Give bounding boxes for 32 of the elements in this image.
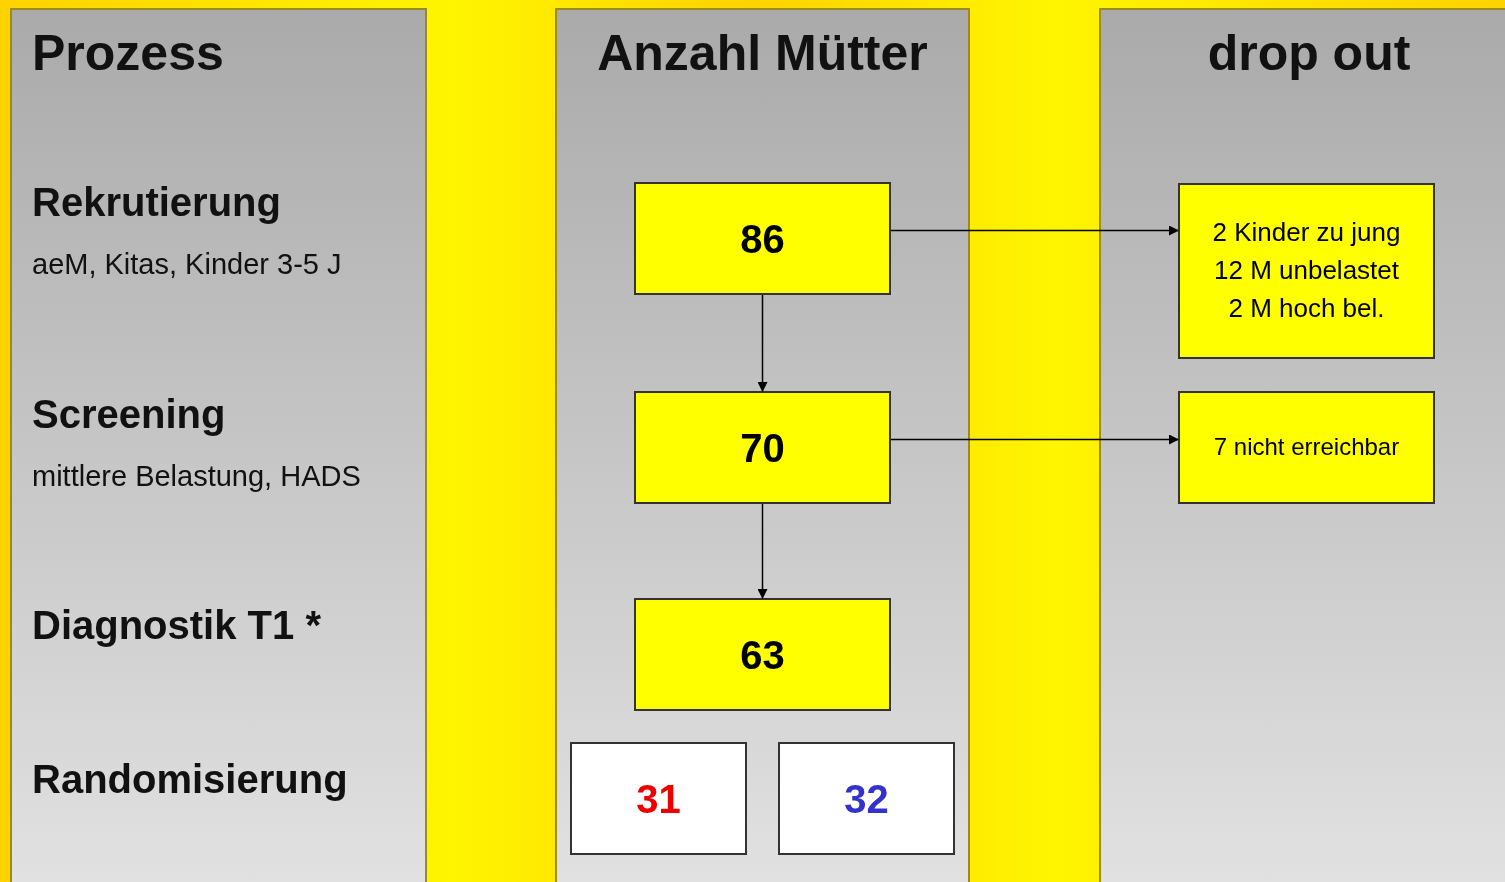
column-panel [555, 8, 970, 882]
count-value: 32 [844, 775, 889, 823]
column-heading: Prozess [32, 24, 224, 82]
step-description: aeM, Kitas, Kinder 3-5 J [32, 248, 342, 281]
count-value: 70 [740, 424, 785, 472]
count-value: 31 [636, 775, 681, 823]
arrow [890, 225, 1179, 236]
count-value: 63 [740, 631, 785, 679]
count-box [634, 391, 891, 504]
dropout-reason: 7 nicht erreichbar [1213, 432, 1400, 463]
column-heading: drop out [1206, 24, 1412, 82]
column-heading: Anzahl Mütter [596, 24, 929, 82]
dropout-box [1178, 183, 1435, 359]
dropout-reason: 2 Kinder zu jung [1212, 216, 1401, 250]
arrow [757, 294, 768, 392]
count-box [634, 598, 891, 711]
count-value: 86 [740, 215, 785, 263]
step-description: mittlere Belastung, HADS [32, 460, 361, 493]
arrow [890, 434, 1179, 445]
dropout-box [1178, 391, 1435, 504]
dropout-reason: 2 M hoch bel. [1228, 291, 1385, 325]
dropout-reason: 12 M unbelastet [1214, 254, 1399, 288]
count-box [634, 182, 891, 295]
group-box [570, 742, 747, 855]
step-heading: Screening [32, 392, 226, 437]
column-panel [10, 8, 427, 882]
step-heading: Rekrutierung [32, 180, 281, 225]
step-heading: Randomisierung [32, 757, 348, 802]
step-heading: Diagnostik T1 * [32, 603, 321, 648]
column-panel [1099, 8, 1505, 882]
group-box [778, 742, 955, 855]
arrow [757, 503, 768, 599]
